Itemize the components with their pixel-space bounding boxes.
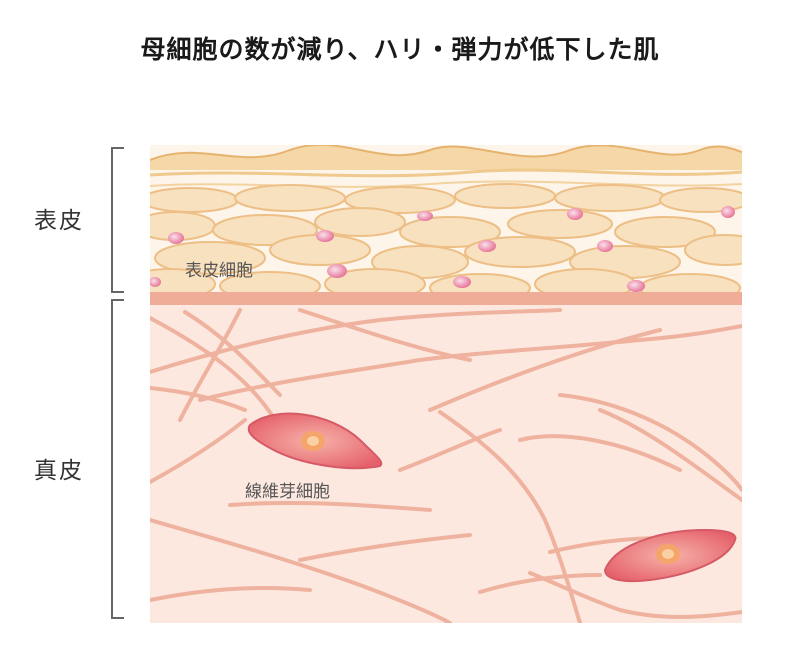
figure-title: 母細胞の数が減り、ハリ・弾力が低下した肌 (140, 35, 660, 64)
epidermis-label: 表皮 (34, 208, 84, 234)
basement-membrane (150, 292, 742, 306)
dermis-layer: 線維芽細胞 (150, 305, 742, 623)
fibroblast-cell (603, 528, 737, 583)
epidermal-cell-label: 表皮細胞 (185, 261, 253, 281)
dermis-label: 真皮 (34, 458, 84, 484)
epidermis-bracket (111, 147, 124, 293)
dermis-bracket (111, 299, 124, 619)
epidermis-layer: 表皮細胞 (150, 145, 742, 293)
fibroblast-label: 線維芽細胞 (245, 482, 330, 502)
fibroblast-cell (247, 412, 383, 470)
